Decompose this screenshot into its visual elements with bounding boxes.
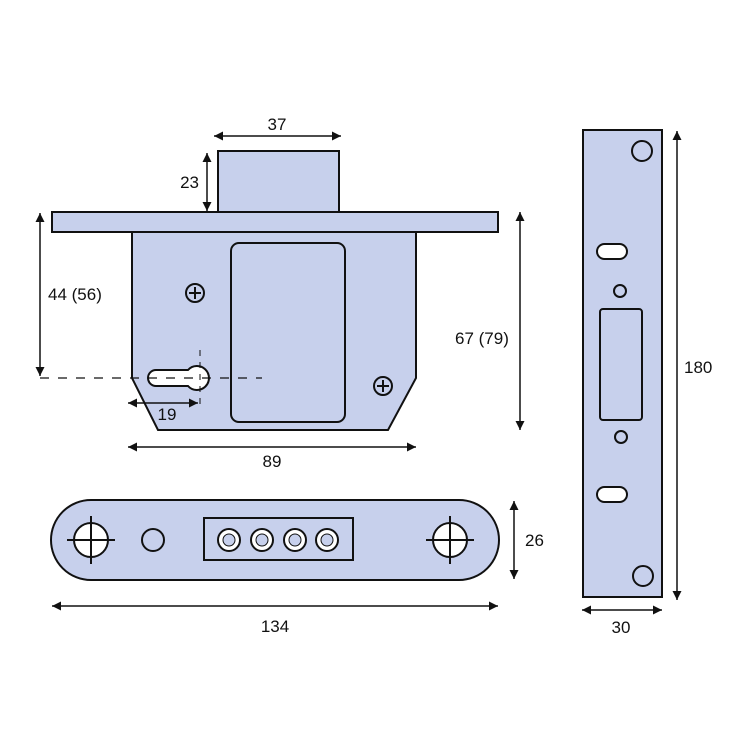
small-hole [613,284,627,298]
dimension-label: 67 (79) [455,329,509,348]
lock-side-view [40,150,499,431]
faceplate-view [50,499,500,581]
strike-plate-view [582,129,663,598]
dimension-label: 26 [525,531,544,550]
dimension-label: 134 [261,617,289,636]
dimension-keyhole-offset: 19 [128,398,198,424]
dimension-label: 44 (56) [48,285,102,304]
deadbolt [217,150,340,213]
forend-plate [51,211,499,233]
dimension-case-width: 89 [128,442,416,471]
bolt-roller-icon [250,528,274,552]
dimension-case-height: 67 (79) [455,212,525,430]
case-inner-panel [230,242,346,423]
dimension-strike-length: 180 [672,131,712,600]
screw-hole-icon [67,516,115,564]
dimension-faceplate-width: 26 [509,501,544,579]
dimension-backset: 44 (56) [35,213,102,376]
screw-icon [185,283,205,303]
dimension-faceplate-length: 134 [52,601,498,636]
dimension-label: 180 [684,358,712,377]
dimension-label: 30 [612,618,631,637]
bolt-roller-icon [217,528,241,552]
dimension-strike-width: 30 [582,605,662,637]
dimension-label: 19 [158,405,177,424]
bolt-roller-icon [283,528,307,552]
bolt-recess [599,308,643,421]
dimension-bolt-projection: 23 [180,153,212,211]
screw-hole-icon [426,516,474,564]
small-hole [614,430,628,444]
follower-hole [141,528,165,552]
dimension-label: 23 [180,173,199,192]
screw-hole [631,140,653,162]
dimension-bolt-width: 37 [214,115,341,141]
screw-hole [632,565,654,587]
strike-slot [596,243,628,260]
screw-icon [373,376,393,396]
dimension-label: 89 [263,452,282,471]
bolt-roller-icon [315,528,339,552]
dimension-label: 37 [268,115,287,134]
strike-slot [596,486,628,503]
